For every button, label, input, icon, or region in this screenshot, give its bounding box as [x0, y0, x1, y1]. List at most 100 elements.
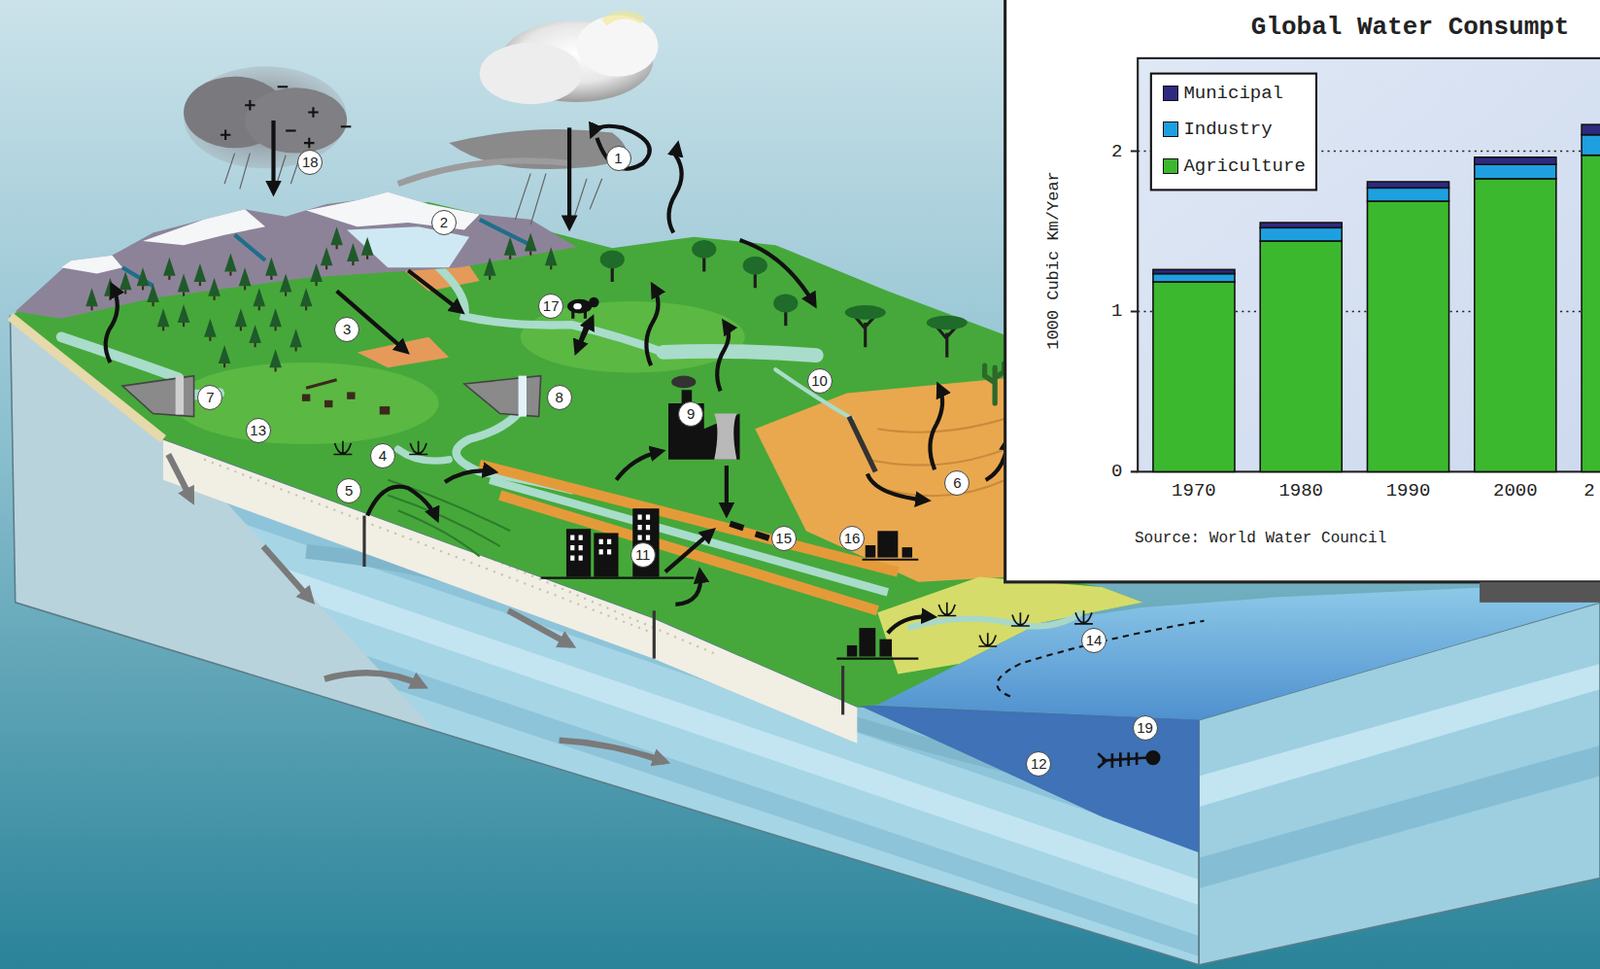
clouds-part: [224, 153, 603, 226]
sea-part: [856, 704, 1199, 852]
forest-part: [136, 267, 150, 290]
callout-number: 1: [606, 145, 632, 171]
fields-part: [387, 479, 511, 557]
chart-panel-part: [1151, 73, 1317, 191]
legend-label: Agriculture: [1183, 155, 1305, 177]
buildings-part-part: [637, 524, 642, 530]
forest-part: [163, 257, 176, 280]
mountains-part: [15, 192, 578, 319]
dams-part: [464, 375, 542, 417]
forest-part: [119, 271, 133, 294]
forest-part: [177, 273, 191, 297]
forest-part: [194, 263, 207, 286]
clouds-part-part: [224, 153, 302, 195]
callout-number: 15: [771, 525, 797, 551]
clouds-part-part: [244, 100, 256, 111]
rivers-part: [663, 350, 818, 355]
fish-skeleton-part: [1147, 750, 1160, 764]
groundwater-arrows-part: [168, 454, 192, 501]
chart-panel-part-part: [1367, 187, 1450, 202]
dams-part: [122, 375, 195, 417]
land-surface-part: [754, 377, 1011, 582]
legend-swatch: [1162, 121, 1179, 137]
flow-arrows-part: [668, 144, 681, 233]
buildings-part-part: [570, 535, 575, 541]
clouds-part-part: [277, 85, 289, 88]
fields-part: [489, 479, 888, 593]
buildings-part-part: [578, 535, 583, 541]
land-surface-part: [173, 362, 440, 444]
callout-number: 14: [1081, 627, 1107, 653]
forest-part: [224, 253, 238, 276]
clouds-part-part: [285, 129, 297, 132]
legend-label: Municipal: [1183, 82, 1284, 104]
axis-tick: 2: [1111, 140, 1123, 163]
forest-part: [309, 263, 323, 286]
flow-arrows-part: [867, 473, 927, 500]
wetland-tufts: [333, 441, 1092, 647]
forest-part: [207, 277, 221, 301]
callout-number: 16: [839, 525, 865, 551]
callout-number: 7: [197, 384, 223, 410]
callout-number: 13: [245, 417, 272, 443]
forest-part: [204, 318, 217, 341]
flow-arrows-part: [929, 385, 943, 470]
dams: [122, 375, 542, 417]
groundwater-arrows-part: [559, 740, 666, 762]
forest-part: [157, 307, 171, 331]
wetland-tufts-part: [937, 602, 956, 616]
buildings-part: [858, 627, 876, 656]
forest-part: [289, 328, 303, 351]
legend-label: Industry: [1183, 118, 1272, 140]
buildings-part-part: [570, 555, 575, 561]
chart-panel-part-part: [1367, 181, 1450, 188]
fish-skeleton-part: [1097, 752, 1106, 768]
savanna-trees-part: [600, 249, 625, 282]
wetland-tufts-part: [1011, 612, 1030, 626]
savanna-trees-part: [926, 315, 968, 358]
savanna-trees-part: [985, 363, 1005, 404]
chart-panel-part: [1130, 150, 1138, 472]
flow-arrows-part: [646, 285, 658, 366]
savanna-trees: [600, 239, 1005, 404]
clouds-part-part: [307, 106, 319, 118]
chart-title: Global Water Consumpt: [1251, 12, 1570, 42]
fish-skeleton: [1097, 750, 1159, 768]
stumps-part: [346, 391, 355, 399]
callout-number: 10: [807, 368, 833, 394]
buildings-part: [877, 530, 898, 557]
source-note: Source: World Water Council: [1134, 529, 1387, 547]
buildings-part: [593, 532, 618, 577]
callout-number: 8: [546, 384, 573, 410]
chart-panel-part-part: [1259, 222, 1342, 228]
clouds-part-part: [220, 129, 232, 140]
groundwater-arrows-part: [263, 545, 311, 601]
buildings-part: [836, 559, 919, 659]
stumps-part: [306, 379, 338, 388]
cow: [567, 297, 600, 319]
cow-part: [573, 303, 581, 309]
clouds-part-part: [304, 137, 315, 149]
forest-part: [524, 233, 538, 256]
forest-part: [483, 257, 497, 280]
stumps-part: [379, 406, 391, 414]
axis-tick: 2: [1583, 479, 1595, 502]
callout-number: 4: [370, 442, 396, 469]
flow-arrows-part: [271, 120, 275, 193]
land-surface-part: [867, 418, 1006, 496]
forest-part: [269, 307, 282, 331]
flow-arrows-part: [579, 318, 593, 345]
clouds-part: [576, 15, 658, 77]
chart-panel-part: [1479, 581, 1600, 603]
forest-part: [252, 287, 266, 310]
axis-tick: 1980: [1278, 479, 1324, 502]
clouds-part-part: [340, 125, 352, 128]
forest-part: [269, 348, 282, 372]
forest-part: [218, 344, 232, 368]
flow-arrows-part: [665, 530, 713, 572]
fields: [387, 464, 898, 611]
flow-arrows-part: [716, 322, 729, 391]
forest: [85, 226, 557, 372]
callout-number: 11: [630, 542, 656, 568]
